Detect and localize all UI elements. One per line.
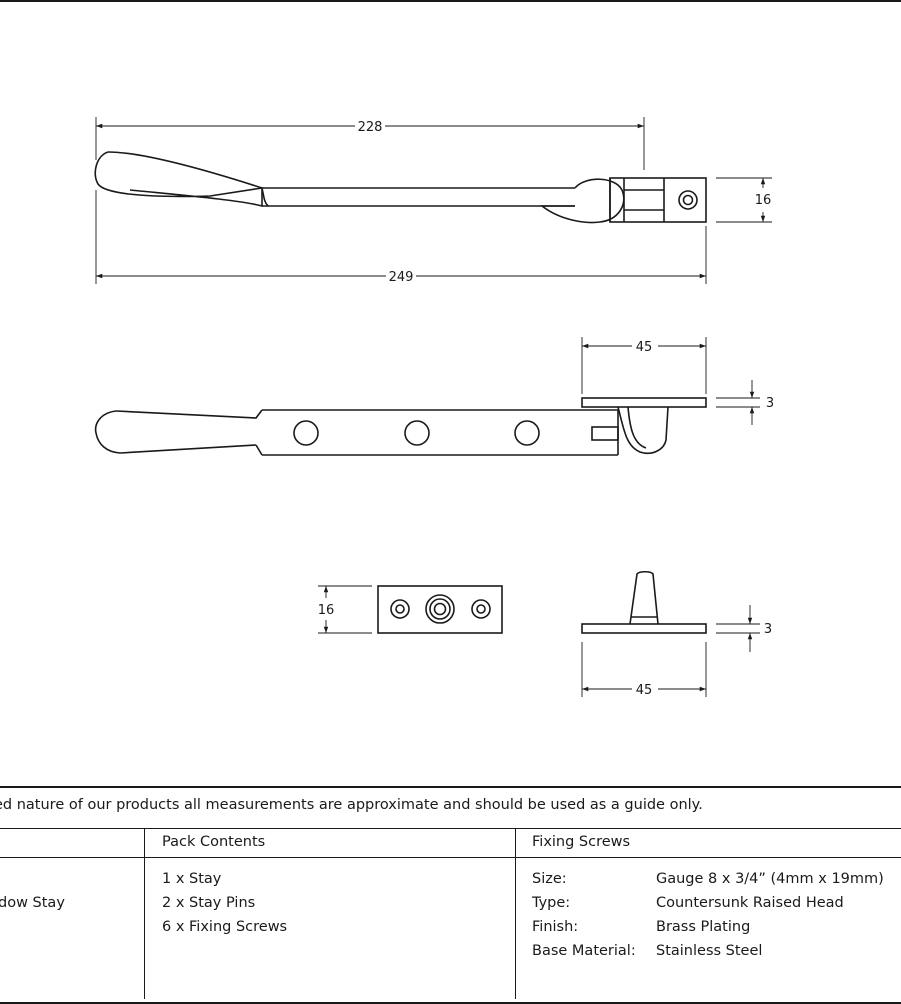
dimension-16-plate: 16: [318, 585, 372, 634]
spec-label: Base Material:: [532, 943, 636, 959]
fixing-screws-specs: Size: Gauge 8 x 3/4” (4mm x 19mm) Type: …: [532, 867, 884, 963]
dimension-249: 249: [95, 190, 707, 285]
product-name-cell: dow Stay: [0, 895, 65, 911]
spec-row: Base Material: Stainless Steel: [532, 939, 762, 963]
table-header-rule: [0, 857, 901, 858]
dim-16-plate-label: 16: [318, 603, 335, 618]
dim-3-keep-label: 3: [766, 396, 774, 411]
dimension-16-stay: 16: [716, 177, 772, 223]
dimension-45-plate: 45: [581, 642, 707, 698]
fixing-screws-header: Fixing Screws: [532, 834, 631, 850]
pin-plate-top-view: [377, 585, 503, 634]
list-item: 6 x Fixing Screws: [162, 919, 288, 935]
dim-45-keep-label: 45: [636, 340, 653, 355]
spec-value: Countersunk Raised Head: [656, 895, 844, 911]
spec-label: Size:: [532, 871, 567, 887]
spec-value: Stainless Steel: [656, 943, 763, 959]
spec-label: Type:: [532, 895, 571, 911]
column-divider-2: [515, 829, 516, 999]
spec-value: Gauge 8 x 3/4” (4mm x 19mm): [656, 871, 884, 887]
stay-side-view: [94, 397, 707, 456]
dim-45-plate-label: 45: [636, 683, 653, 698]
measurement-note: ed nature of our products all measuremen…: [0, 797, 703, 813]
pack-contents-list: 1 x Stay 2 x Stay Pins 6 x Fixing Screws: [162, 867, 287, 939]
spec-row: Size: Gauge 8 x 3/4” (4mm x 19mm): [532, 867, 884, 891]
technical-drawing: 228 249 16 45: [0, 0, 901, 698]
column-divider-1: [144, 829, 145, 999]
spec-value: Brass Plating: [656, 919, 751, 935]
spec-label: Finish:: [532, 919, 579, 935]
dim-249-label: 249: [389, 270, 414, 285]
dim-3-plate-label: 3: [764, 622, 772, 637]
spec-row: Type: Countersunk Raised Head: [532, 891, 844, 915]
dimension-45-keep: 45: [581, 337, 707, 394]
dimension-3-keep: 3: [716, 380, 774, 425]
spec-row: Finish: Brass Plating: [532, 915, 750, 939]
dimension-228: 228: [95, 117, 645, 170]
dim-16-label: 16: [755, 193, 772, 208]
dim-228-label: 228: [358, 120, 383, 135]
dimension-3-plate: 3: [716, 605, 772, 652]
list-item: 2 x Stay Pins: [162, 895, 256, 911]
list-item: 1 x Stay: [162, 871, 222, 887]
table-top-rule: [0, 828, 901, 829]
pin-plate-side-view: [581, 570, 707, 634]
pack-contents-header: Pack Contents: [162, 834, 266, 850]
stay-top-view: [94, 151, 707, 224]
